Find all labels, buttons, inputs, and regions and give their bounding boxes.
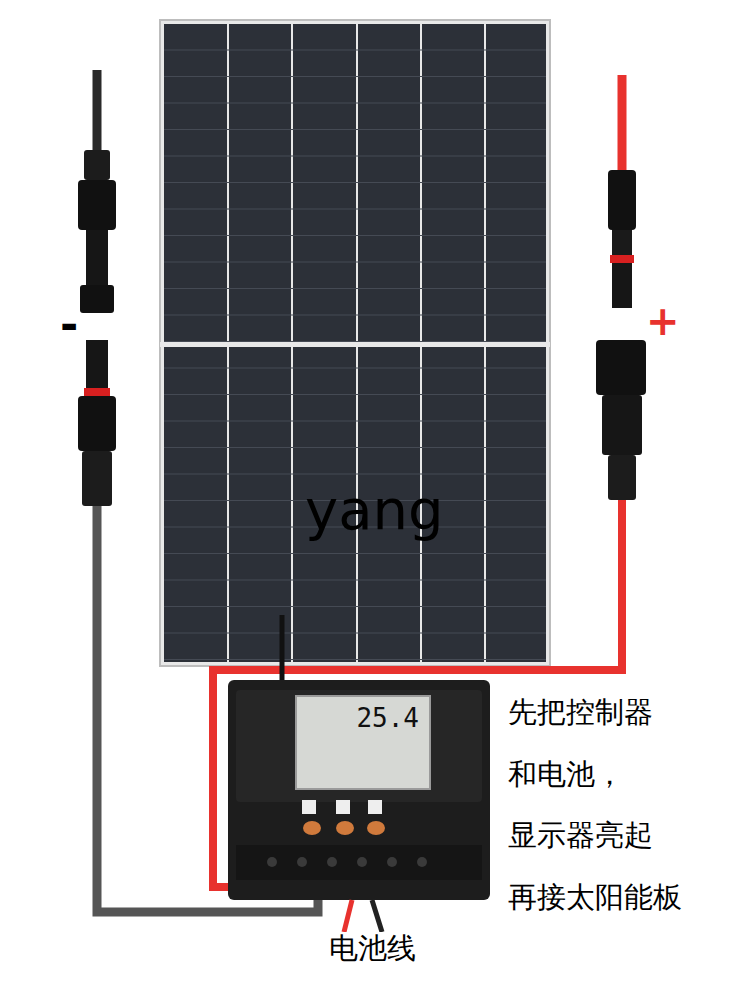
note: 先把控制器	[508, 696, 653, 729]
cell-line	[164, 341, 546, 342]
cell-line	[164, 368, 546, 369]
cell-line	[164, 633, 546, 634]
terminals	[236, 845, 482, 880]
antenna	[280, 615, 285, 685]
controller-body	[228, 680, 490, 900]
cell-line	[164, 156, 546, 157]
cell-line	[164, 235, 546, 236]
watermark: yang	[305, 478, 444, 542]
cell-line	[164, 606, 546, 607]
cell-line	[164, 474, 546, 475]
polarity-mark: +	[646, 298, 680, 344]
cell-line	[164, 553, 546, 554]
mc4-connector	[596, 340, 646, 500]
cell-line	[164, 50, 546, 51]
cell-line	[164, 315, 546, 316]
cell-line	[164, 580, 546, 581]
cell-line	[164, 394, 546, 395]
cell-line	[164, 209, 546, 210]
note: 显示器亮起	[508, 819, 653, 852]
note: 和电池，	[508, 758, 624, 791]
cell-line	[164, 288, 546, 289]
note: 再接太阳能板	[508, 881, 682, 914]
mc4-connector	[608, 170, 636, 308]
cell-line	[164, 103, 546, 104]
cable	[618, 75, 627, 175]
wire-label: 电池线	[326, 932, 419, 965]
cable	[93, 70, 102, 160]
cell-line	[164, 262, 546, 263]
lcd-screen: 25.4	[295, 695, 431, 790]
panel-split	[160, 342, 550, 347]
mc4-connector	[78, 340, 116, 506]
polarity-mark: -	[60, 300, 78, 351]
cell-line	[164, 182, 546, 183]
cell-grid	[160, 24, 550, 662]
cell-line	[164, 421, 546, 422]
battery-wire	[344, 900, 352, 932]
cell-line	[164, 129, 546, 130]
cell-line	[164, 76, 546, 77]
lcd-reading: 25.4	[307, 703, 419, 733]
panel-frame	[160, 20, 550, 666]
mc4-connector	[78, 150, 116, 313]
cell-line	[164, 659, 546, 660]
battery-wire	[372, 900, 382, 932]
cell-line	[164, 447, 546, 448]
controller-buttons	[302, 800, 385, 835]
controller-face	[236, 690, 482, 802]
